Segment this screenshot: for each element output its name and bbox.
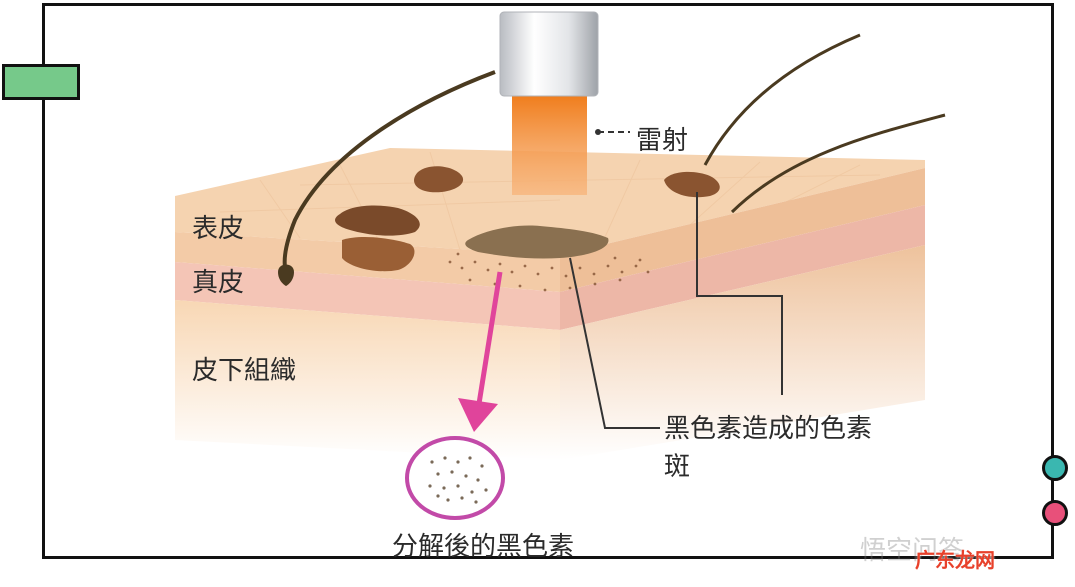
dermis-label: 真皮 <box>192 268 245 298</box>
pigment-callout-line-1 <box>569 257 660 429</box>
hair-follicle-left <box>278 264 294 286</box>
laser-device <box>499 11 599 97</box>
pigment-spot-label: 黑色素造成的色素斑 <box>664 414 873 482</box>
teal-dot-decoration <box>1042 455 1068 481</box>
watermark-text: 悟空问答 <box>860 536 965 566</box>
melanin-patch-2b <box>342 237 415 272</box>
watermark-logo: 广东龙网 <box>915 548 995 572</box>
decomposed-melanin-circle <box>405 436 505 520</box>
melanin-patch-2 <box>335 205 420 236</box>
hair-right-1 <box>703 33 861 166</box>
green-tab-decoration <box>2 64 80 100</box>
subcutaneous-layer-front <box>175 300 560 460</box>
hair-left <box>282 70 496 273</box>
melanin-patch-3 <box>664 171 720 198</box>
decomposition-arrow <box>475 271 503 411</box>
laser-label: 雷射 <box>636 126 689 156</box>
pink-dot-decoration <box>1042 500 1068 526</box>
melanin-patch-1 <box>414 166 464 193</box>
epidermis-label: 表皮 <box>192 214 245 244</box>
subcutaneous-label: 皮下組織 <box>192 356 297 386</box>
melanin-target-spot <box>465 225 609 259</box>
pigment-callout-line-2 <box>696 192 783 395</box>
hair-right-2 <box>730 113 946 214</box>
melanin-scatter <box>448 252 650 292</box>
laser-beam <box>512 95 587 195</box>
skin-surface-grid <box>219 151 881 251</box>
decomposition-arrowhead <box>458 398 498 432</box>
decomposed-melanin-label: 分解後的黑色素 <box>392 532 575 562</box>
decomposed-melanin-particles <box>428 456 488 504</box>
subcutaneous-layer-side <box>560 245 925 460</box>
dermis-layer-front <box>175 262 560 330</box>
epidermis-layer-side <box>560 168 925 292</box>
dermis-layer-side <box>560 205 925 330</box>
